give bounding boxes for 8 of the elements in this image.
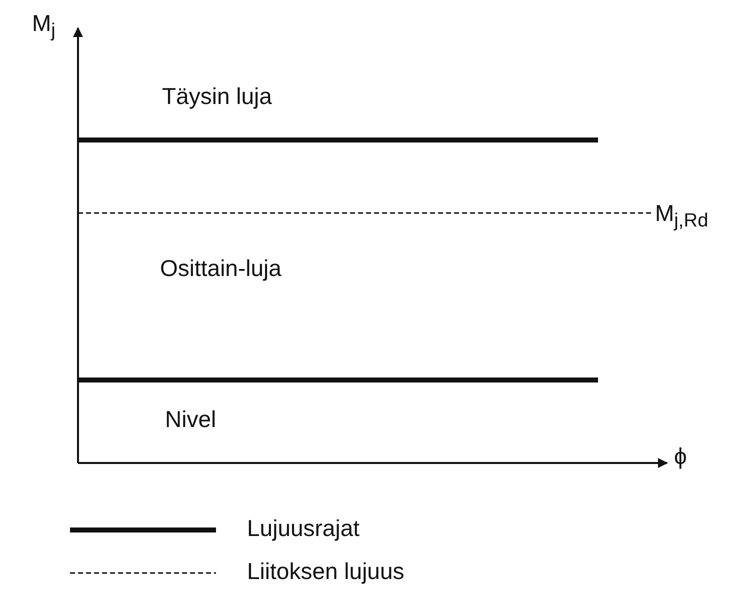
region-label: Osittain-luja xyxy=(160,257,282,280)
region-label: Täysin luja xyxy=(162,85,272,108)
axis-label: ϕ xyxy=(674,445,687,468)
legend-text: Liitoksen lujuus xyxy=(247,560,404,583)
legend-text: Lujuusrajat xyxy=(247,517,360,540)
line-label: M$_{j,Rd}$ xyxy=(655,202,708,231)
axis-label: M$_{j}$ xyxy=(32,12,56,41)
region-label: Nivel xyxy=(165,408,216,431)
